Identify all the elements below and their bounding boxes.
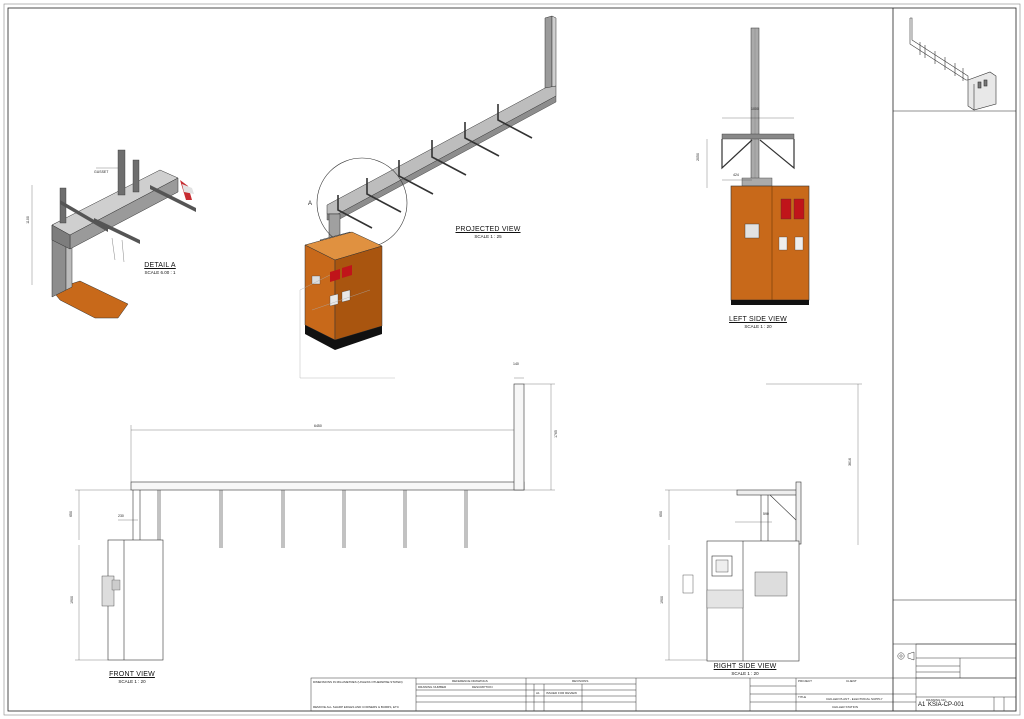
right-dim-left-upper: 650 — [658, 511, 663, 517]
left-dim-left: 2050 — [695, 153, 700, 161]
tb-revisions: REVISIONS — [572, 679, 589, 683]
front-view-title: FRONT VIEW SCALE 1 : 20 — [92, 671, 172, 684]
front-dim-gap: 230 — [118, 514, 124, 518]
tb-title-label: TITLE — [798, 695, 807, 699]
front-dim-top: 140 — [513, 362, 519, 366]
tb-reference-drawings: REFERENCE DRAWINGS — [452, 679, 488, 683]
projected-view-title: PROJECTED VIEW SCALE 1 : 25 — [448, 226, 528, 239]
right-side-view-drawing — [665, 383, 862, 662]
tb-sub-value: CHILLER STATION — [832, 705, 859, 709]
tb-drawing-no-label: DRAWING NO. — [926, 698, 947, 702]
detail-a-scale: SCALE 6.00 : 1 — [144, 270, 176, 275]
tb-client-label: CLIENT — [846, 679, 857, 683]
tb-rev-desc: ISSUED FOR REVIEW — [546, 691, 578, 695]
tb-remove-burrs: REMOVE ALL SHARP EDGES AND CORNERS & BUR… — [313, 705, 400, 709]
right-side-view-title: RIGHT SIDE VIEW SCALE 1 : 20 — [705, 663, 785, 676]
right-side-view-title-text: RIGHT SIDE VIEW — [713, 663, 777, 670]
left-side-view-title-text: LEFT SIDE VIEW — [729, 316, 787, 323]
tb-title-value: CHILLER PLANT - ELECTRICAL SUPPLY — [826, 697, 883, 701]
left-side-view-title: LEFT SIDE VIEW SCALE 1 : 20 — [718, 316, 798, 329]
front-dim-length: 6450 — [314, 424, 322, 428]
front-dim-left-upper: 650 — [68, 511, 73, 517]
right-dim-left-lower: 1900 — [659, 596, 664, 604]
left-dim-top: 1000 — [751, 107, 759, 111]
tb-dimension-notes: DIMENSIONS IN MILLIMETRES (UNLESS OTHERW… — [313, 680, 403, 684]
left-side-view-scale: SCALE 1 : 20 — [744, 324, 772, 329]
right-dim-mid: 590 — [763, 512, 769, 516]
right-dim-height: 3616 — [847, 458, 852, 466]
detail-a-drawing — [31, 149, 196, 319]
tb-drawing-number-col: DRAWING NUMBER — [418, 685, 447, 689]
thumbnail-iso-view — [909, 17, 997, 111]
tb-rev-row: A1 — [536, 691, 540, 695]
tb-sheet-size: A1 — [918, 702, 926, 708]
projected-view-drawing — [299, 15, 557, 379]
projected-view-scale: SCALE 1 : 25 — [474, 234, 502, 239]
sheet-outer-border — [3, 3, 1021, 716]
left-side-view-drawing — [706, 27, 810, 305]
detail-a-title: DETAIL A SCALE 6.00 : 1 — [120, 262, 200, 275]
front-dim-right: 1765 — [553, 430, 558, 438]
detail-callout-a: A — [308, 201, 313, 207]
projected-view-title-text: PROJECTED VIEW — [455, 226, 521, 233]
detail-a-title-text: DETAIL A — [144, 262, 176, 269]
front-view-title-text: FRONT VIEW — [109, 671, 155, 678]
tb-project-label: PROJECT — [798, 679, 813, 683]
front-view-drawing — [75, 377, 555, 661]
right-side-view-scale: SCALE 1 : 20 — [731, 671, 759, 676]
title-block — [310, 643, 1017, 712]
front-view-scale: SCALE 1 : 20 — [118, 679, 146, 684]
tb-drawing-number: KSIA-CP-001 — [928, 702, 965, 708]
front-dim-left-lower: 1900 — [69, 596, 74, 604]
detail-a-dim: 1100 — [25, 216, 30, 224]
tb-description-col: DESCRIPTION — [472, 685, 493, 689]
left-dim-small: 424 — [733, 173, 739, 177]
gusset-label: GUSSET — [94, 170, 109, 174]
